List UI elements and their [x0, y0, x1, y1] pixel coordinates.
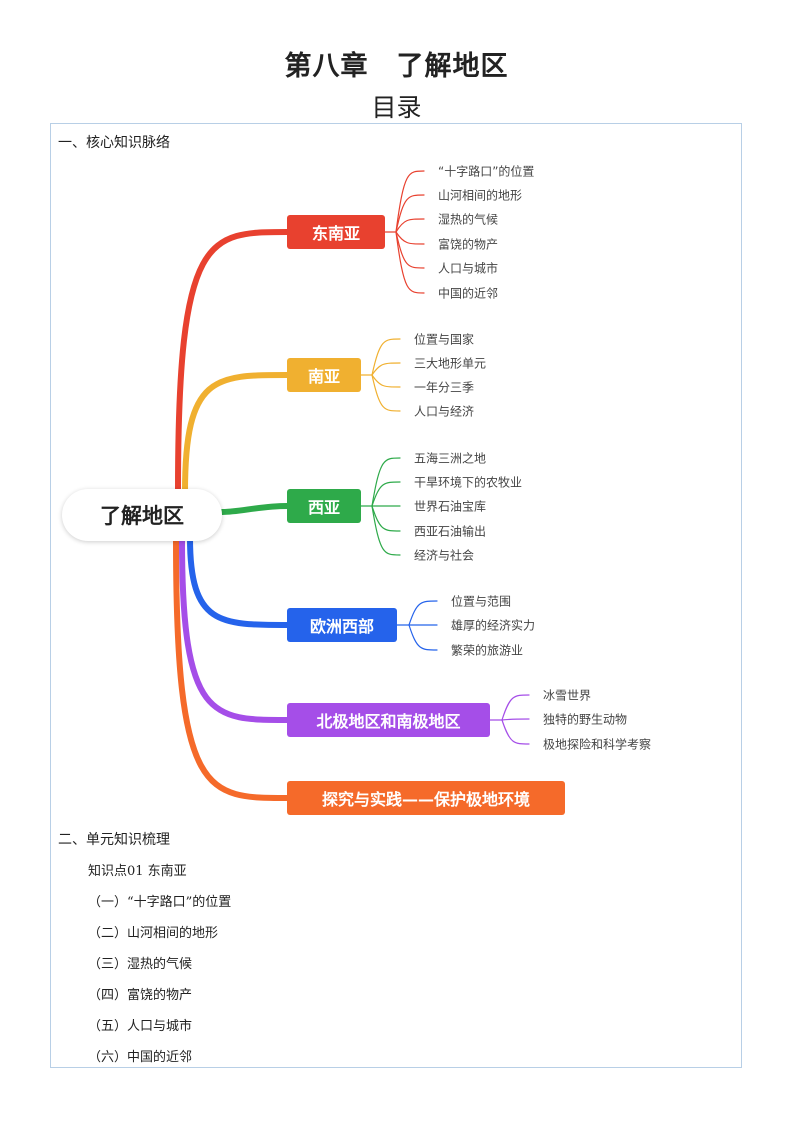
- leaf-topic: 世界石油宝库: [414, 499, 487, 514]
- leaf-topic: 干旱环境下的农牧业: [414, 475, 523, 490]
- leaf-connector: [371, 457, 401, 507]
- leaf-connector: [371, 338, 401, 376]
- leaf-topic: 雄厚的经济实力: [451, 618, 536, 633]
- leaf-topic: 三大地形单元: [414, 356, 487, 371]
- branch-node: 欧洲西部: [287, 608, 397, 642]
- leaf-connector: [395, 231, 425, 294]
- leaf-topic: 人口与经济: [414, 404, 475, 419]
- branch-node: 探究与实践——保护极地环境: [287, 781, 565, 815]
- branch-connector: [179, 537, 290, 723]
- leaf-topic: 中国的近邻: [438, 286, 499, 301]
- leaf-topic: 冰雪世界: [543, 688, 592, 703]
- leaf-topic: 繁荣的旅游业: [451, 643, 524, 658]
- toc-heading: 知识点01 东南亚: [88, 864, 187, 879]
- leaf-topic: 西亚石油输出: [414, 524, 487, 539]
- branch-node: 西亚: [287, 489, 361, 523]
- leaf-connector: [395, 194, 425, 233]
- leaf-topic: 位置与范围: [451, 594, 512, 609]
- leaf-connector: [395, 231, 425, 245]
- toc-item[interactable]: （四）富饶的物产: [88, 988, 193, 1003]
- leaf-topic: 位置与国家: [414, 332, 475, 347]
- leaf-connector: [501, 694, 530, 721]
- leaf-connector: [501, 718, 530, 721]
- branch-node: 南亚: [287, 358, 361, 392]
- branch-connector: [182, 372, 290, 495]
- leaf-connector: [408, 624, 438, 651]
- leaf-connector: [501, 719, 530, 745]
- leaf-connector: [371, 505, 401, 532]
- branch-connector: [219, 503, 290, 515]
- leaf-connector: [371, 362, 401, 376]
- mindmap-center-node: 了解地区: [62, 489, 222, 541]
- toc-item[interactable]: （五）人口与城市: [88, 1019, 193, 1034]
- toc-item[interactable]: （一）“十字路口”的位置: [88, 895, 232, 910]
- leaf-topic: “十字路口”的位置: [438, 164, 535, 179]
- leaf-topic: 一年分三季: [414, 380, 475, 395]
- leaf-topic: 经济与社会: [414, 548, 475, 563]
- section-heading-mindmap: 一、核心知识脉络: [58, 135, 170, 151]
- branch-connector: [175, 229, 290, 493]
- page-title: 第八章 了解地区: [284, 51, 509, 82]
- page-subtitle: 目录: [371, 93, 422, 122]
- branch-node: 东南亚: [287, 215, 385, 249]
- leaf-connector: [395, 218, 425, 233]
- toc-item[interactable]: （二）山河相间的地形: [88, 926, 219, 941]
- leaf-topic: 富饶的物产: [438, 237, 499, 252]
- toc-item[interactable]: （三）湿热的气候: [88, 957, 193, 972]
- leaf-topic: 人口与城市: [438, 261, 499, 276]
- branch-connector: [187, 535, 290, 628]
- section-heading-review: 二、单元知识梳理: [58, 832, 170, 848]
- branch-connector: [173, 537, 290, 801]
- leaf-connector: [395, 231, 425, 269]
- branch-node: 北极地区和南极地区: [287, 703, 490, 737]
- toc-item[interactable]: （六）中国的近邻: [88, 1050, 193, 1065]
- leaf-connector: [371, 374, 401, 412]
- leaf-topic: 极地探险和科学考察: [543, 737, 652, 752]
- leaf-connector: [395, 170, 425, 233]
- leaf-topic: 独特的野生动物: [543, 712, 628, 727]
- content-frame: [50, 123, 742, 1068]
- leaf-connector: [371, 481, 401, 507]
- leaf-topic: 五海三洲之地: [414, 451, 487, 466]
- leaf-connector: [371, 505, 401, 556]
- leaf-topic: 山河相间的地形: [438, 188, 523, 203]
- leaf-connector: [371, 374, 401, 388]
- leaf-topic: 湿热的气候: [438, 212, 499, 227]
- leaf-connector: [408, 600, 438, 626]
